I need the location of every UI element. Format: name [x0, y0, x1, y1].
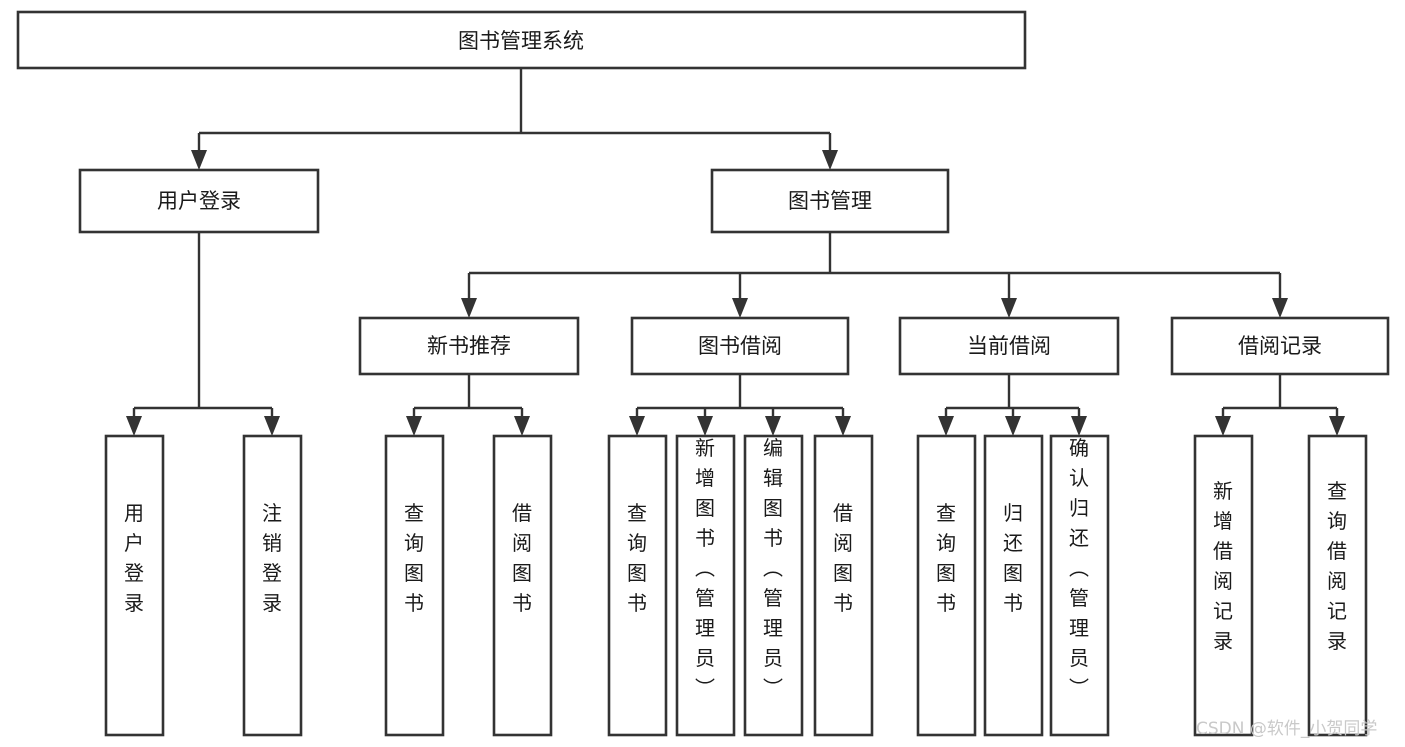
connector-group-current-borrow	[938, 374, 1087, 436]
arrow-head-cb-leaf1	[938, 416, 954, 436]
arrow-head-cb-leaf2	[1005, 416, 1021, 436]
node-current-borrow[interactable]: 当前借阅	[898, 316, 1120, 376]
connector-group-root	[191, 68, 838, 170]
node-borrow-record[interactable]: 借阅记录	[1170, 316, 1390, 376]
leaf-label-cb-query-book: 查询图书	[936, 501, 956, 615]
node-book-management[interactable]: 图书管理	[710, 168, 950, 234]
leaf-label-br-query-record: 查询借阅记录	[1327, 479, 1347, 653]
leaf-node-bb-borrow-book[interactable]: 借阅图书	[813, 434, 874, 737]
leaf-node-cb-query-book[interactable]: 查询图书	[916, 434, 977, 737]
leaf-label-bb-query-book: 查询图书	[627, 501, 647, 615]
leaf-node-user-login-action[interactable]: 用户登录	[104, 434, 165, 737]
arrow-head-user-login	[191, 150, 207, 170]
node-box-current-borrow	[898, 316, 1120, 376]
leaf-node-bb-add-book[interactable]: 新增图书︵管理员︶	[675, 434, 736, 737]
leaf-label-cb-confirm-return: 确认归还︵管理员︶	[1069, 436, 1089, 700]
arrow-head-bb-leaf4	[835, 416, 851, 436]
node-box-borrow-record	[1170, 316, 1390, 376]
connector-group-book-borrow	[629, 374, 851, 436]
leaf-box-nb-borrow-book	[492, 434, 553, 737]
leaf-box-bb-edit-book	[743, 434, 804, 737]
connector-group-user-login	[126, 232, 280, 436]
node-new-book-recommend[interactable]: 新书推荐	[358, 316, 580, 376]
node-label-current-borrow: 当前借阅	[967, 334, 1051, 358]
leaf-box-cb-confirm-return	[1049, 434, 1110, 737]
node-label-book-borrow: 图书借阅	[698, 334, 782, 358]
arrow-head-borrow-record	[1272, 298, 1288, 318]
leaf-box-logout	[242, 434, 303, 737]
node-user-login[interactable]: 用户登录	[78, 168, 320, 234]
arrow-head-book-borrow	[732, 298, 748, 318]
arrow-head-nb-leaf1	[406, 416, 422, 436]
leaf-box-br-add-record	[1193, 434, 1254, 737]
leaf-label-br-add-record: 新增借阅记录	[1213, 479, 1233, 653]
leaf-label-nb-borrow-book: 借阅图书	[512, 501, 532, 615]
node-label-new-book-recommend: 新书推荐	[427, 334, 511, 358]
node-box-book-management	[710, 168, 950, 234]
connector-group-borrow-record	[1215, 374, 1345, 436]
node-root-book-management-system[interactable]: 图书管理系统	[16, 10, 1027, 70]
node-box-user-login	[78, 168, 320, 234]
leaf-box-br-query-record	[1307, 434, 1368, 737]
arrow-head-current-borrow	[1001, 298, 1017, 318]
arrow-head-cb-leaf3	[1071, 416, 1087, 436]
leaf-node-logout[interactable]: 注销登录	[242, 434, 303, 737]
arrow-head-ul-leaf1	[126, 416, 142, 436]
leaf-box-cb-return-book	[983, 434, 1044, 737]
leaf-box-user-login-action	[104, 434, 165, 737]
leaf-node-cb-confirm-return[interactable]: 确认归还︵管理员︶	[1049, 434, 1110, 737]
arrow-head-bb-leaf3	[765, 416, 781, 436]
arrow-head-book-mgmt	[822, 150, 838, 170]
leaf-label-user-login-action: 用户登录	[124, 501, 144, 615]
arrow-head-br-leaf1	[1215, 416, 1231, 436]
leaf-box-nb-query-book	[384, 434, 445, 737]
csdn-watermark: CSDN @软件_小贺同学	[1196, 719, 1377, 739]
leaf-box-cb-query-book	[916, 434, 977, 737]
arrow-head-new-book	[461, 298, 477, 318]
node-label-user-login: 用户登录	[157, 189, 241, 213]
node-box-book-borrow	[630, 316, 850, 376]
leaf-node-br-query-record[interactable]: 查询借阅记录	[1307, 434, 1368, 737]
leaf-box-bb-query-book	[607, 434, 668, 737]
leaf-label-logout: 注销登录	[262, 501, 282, 615]
leaf-label-bb-add-book: 新增图书︵管理员︶	[695, 436, 715, 700]
leaf-node-bb-edit-book[interactable]: 编辑图书︵管理员︶	[743, 434, 804, 737]
leaf-node-br-add-record[interactable]: 新增借阅记录	[1193, 434, 1254, 737]
arrow-head-ul-leaf2	[264, 416, 280, 436]
arrow-head-nb-leaf2	[514, 416, 530, 436]
node-label-root: 图书管理系统	[458, 29, 584, 53]
node-book-borrow[interactable]: 图书借阅	[630, 316, 850, 376]
leaf-node-nb-query-book[interactable]: 查询图书	[384, 434, 445, 737]
connector-group-book-mgmt	[461, 232, 1288, 318]
node-label-borrow-record: 借阅记录	[1238, 334, 1322, 358]
leaf-box-bb-borrow-book	[813, 434, 874, 737]
leaf-node-cb-return-book[interactable]: 归还图书	[983, 434, 1044, 737]
arrow-head-br-leaf2	[1329, 416, 1345, 436]
leaf-node-nb-borrow-book[interactable]: 借阅图书	[492, 434, 553, 737]
connector-group-new-book	[406, 374, 530, 436]
leaf-node-bb-query-book[interactable]: 查询图书	[607, 434, 668, 737]
leaf-box-bb-add-book	[675, 434, 736, 737]
leaf-label-bb-edit-book: 编辑图书︵管理员︶	[763, 436, 783, 700]
arrow-head-bb-leaf1	[629, 416, 645, 436]
arrow-head-bb-leaf2	[697, 416, 713, 436]
leaf-label-nb-query-book: 查询图书	[404, 501, 424, 615]
node-label-book-management: 图书管理	[788, 189, 872, 213]
node-box-new-book-recommend	[358, 316, 580, 376]
node-box-root	[16, 10, 1027, 70]
leaf-label-bb-borrow-book: 借阅图书	[833, 501, 853, 615]
leaf-label-cb-return-book: 归还图书	[1003, 501, 1023, 615]
